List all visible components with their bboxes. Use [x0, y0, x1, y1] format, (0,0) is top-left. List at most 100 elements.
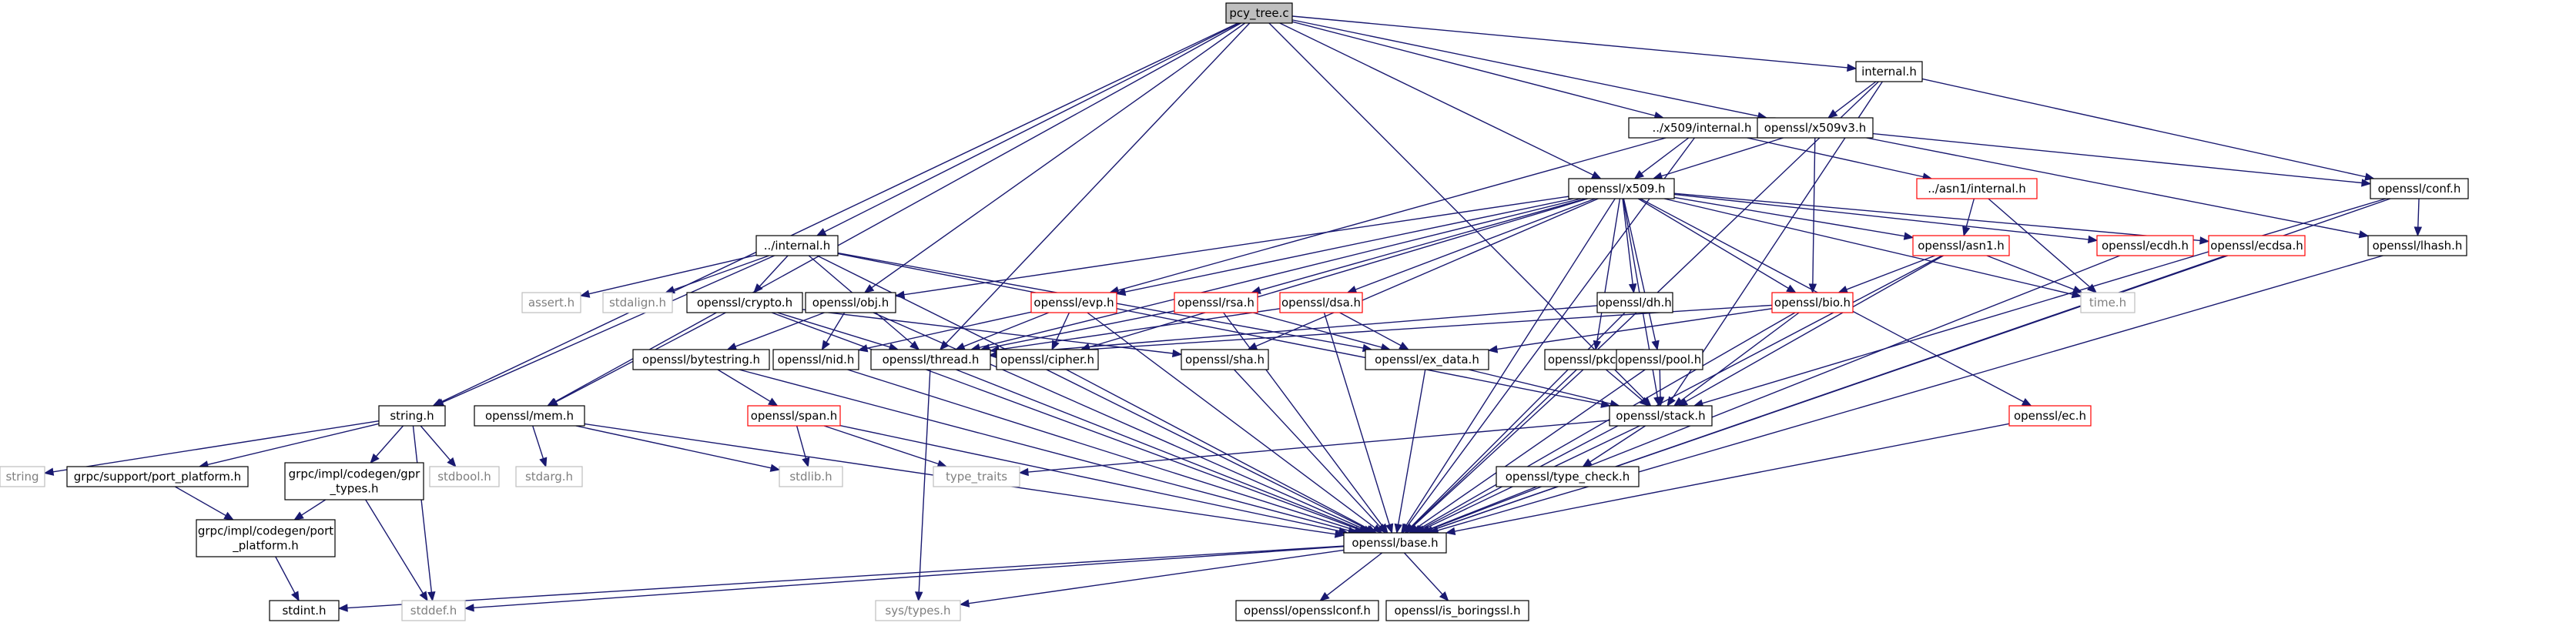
node-port-platform-support[interactable]: grpc/support/port_platform.h [66, 466, 249, 487]
node-pool[interactable]: openssl/pool.h [1616, 349, 1703, 370]
node-label: ../asn1/internal.h [1928, 182, 2026, 196]
node-stack[interactable]: openssl/stack.h [1609, 405, 1713, 427]
node-conf[interactable]: openssl/conf.h [2370, 178, 2469, 199]
node-x509v3[interactable]: openssl/x509v3.h [1757, 117, 1874, 139]
node-label: stdint.h [282, 604, 326, 618]
node-stdint[interactable]: stdint.h [269, 600, 340, 621]
node-port-platform-codegen[interactable]: grpc/impl/codegen/port_platform.h [196, 519, 336, 557]
edge-line [1252, 312, 1382, 348]
node-label: openssl/rsa.h [1177, 296, 1255, 310]
edge-line [1641, 137, 1690, 174]
edge-arrowhead [1827, 109, 1838, 119]
edge-arrowhead [539, 457, 548, 468]
edge-line [1415, 369, 1646, 529]
node-box [2096, 235, 2194, 256]
edge-arrowhead [1018, 467, 1029, 477]
node-rsa[interactable]: openssl/rsa.h [1174, 292, 1258, 313]
node-ecdh[interactable]: openssl/ecdh.h [2096, 235, 2194, 256]
node-base[interactable]: openssl/base.h [1343, 532, 1447, 554]
edge-line [1279, 22, 1594, 176]
edge-nid-to-base [847, 369, 1365, 534]
node-span[interactable]: openssl/span.h [747, 405, 841, 427]
edge-arrowhead [1633, 169, 1645, 179]
edge-pcy_tree_c-to-x509v3 [1291, 19, 1768, 120]
node-box [1365, 349, 1489, 370]
node-is-boringssl[interactable]: openssl/is_boringssl.h [1385, 600, 1529, 621]
node-box [1912, 235, 2010, 256]
node-type-check[interactable]: openssl/type_check.h [1496, 466, 1640, 487]
node-string-h[interactable]: string.h [378, 405, 446, 427]
node-dsa[interactable]: openssl/dsa.h [1279, 292, 1363, 313]
node-label: openssl/cipher.h [1000, 353, 1094, 367]
node-box [1771, 292, 1854, 313]
edge-line [1403, 552, 1443, 595]
node-mem[interactable]: openssl/mem.h [474, 405, 585, 427]
node-label: openssl/bio.h [1774, 296, 1851, 310]
node-label: openssl/bytestring.h [642, 353, 760, 367]
edge-arrowhead [816, 228, 827, 236]
edge-x509-to-rsa [1250, 198, 1586, 294]
node-bytestring[interactable]: openssl/bytestring.h [632, 349, 770, 370]
node-nid[interactable]: openssl/nid.h [772, 349, 859, 370]
edge-x509v3-to-lhash [1866, 137, 2370, 239]
edge-port_platform_codegen-to-stdint [275, 556, 300, 602]
edge-line [420, 425, 451, 461]
edge-line [412, 425, 433, 593]
node-thread[interactable]: openssl/thread.h [870, 349, 991, 370]
edge-arrowhead [2072, 285, 2083, 293]
edge-arrowhead [802, 457, 810, 468]
node-bio[interactable]: openssl/bio.h [1771, 292, 1854, 313]
edge-x509v3-to-conf [1872, 132, 2372, 187]
node-x509[interactable]: openssl/x509.h [1568, 178, 1675, 199]
node-label: sys/types.h [885, 604, 950, 618]
node-pcy-tree-c[interactable]: pcy_tree.c [1225, 2, 1293, 24]
node-label: assert.h [528, 296, 574, 310]
edge-line [1623, 198, 1656, 342]
node-asn1-internal[interactable]: ../asn1/internal.h [1916, 178, 2038, 199]
edge-x509-to-asn1 [1673, 196, 1914, 240]
edge-pcy_tree_c-to-obj [863, 22, 1246, 293]
edge-line [1965, 198, 1975, 228]
edge-line [1437, 255, 2383, 531]
node-dotinternal[interactable]: ../internal.h [755, 235, 839, 256]
node-internal-h[interactable]: internal.h [1855, 61, 1923, 82]
edge-line [989, 310, 1175, 349]
node-label: openssl/conf.h [2378, 182, 2461, 196]
node-gpr-types[interactable]: grpc/impl/codegen/gpr_types.h [284, 462, 424, 500]
edge-arrowhead [1786, 284, 1797, 293]
node-ec[interactable]: openssl/ec.h [2008, 405, 2092, 427]
edge-arrowhead [959, 599, 970, 608]
node-crypto[interactable]: openssl/crypto.h [686, 292, 803, 313]
edge-line [1872, 132, 2363, 184]
edge-arrowhead [2414, 226, 2423, 237]
edge-line [673, 255, 769, 290]
node-ecdsa[interactable]: openssl/ecdsa.h [2208, 235, 2306, 256]
edge-arrowhead [1247, 342, 1258, 350]
edge-arrowhead [1847, 63, 1857, 72]
node-asn1[interactable]: openssl/asn1.h [1912, 235, 2010, 256]
edge-line [816, 255, 1368, 530]
node-cipher[interactable]: openssl/cipher.h [996, 349, 1099, 370]
edge-line [442, 255, 775, 403]
edge-arrowhead [1903, 232, 1914, 240]
edge-line [968, 549, 1345, 604]
edge-x509-to-evp [1115, 198, 1574, 296]
edge-arrowhead [954, 342, 966, 350]
node-box [1496, 466, 1640, 487]
node-ex-data[interactable]: openssl/ex_data.h [1365, 349, 1489, 370]
node-sha[interactable]: openssl/sha.h [1181, 349, 1269, 370]
node-dh[interactable]: openssl/dh.h [1596, 292, 1673, 313]
node-obj[interactable]: openssl/obj.h [805, 292, 896, 313]
edge-line [824, 22, 1240, 233]
edge-line [739, 369, 1349, 531]
node-lhash[interactable]: openssl/lhash.h [2367, 235, 2467, 256]
node-box [1916, 178, 2038, 199]
node-x509-internal[interactable]: ../x509/internal.h [1628, 117, 1776, 139]
edge-line [275, 556, 296, 594]
edge-pool-to-stack [1656, 369, 1665, 407]
edge-asn1-to-base [1413, 255, 1943, 534]
node-evp[interactable]: openssl/evp.h [1030, 292, 1117, 313]
node-opensslconf[interactable]: openssl/opensslconf.h [1235, 600, 1379, 621]
edge-dotinternal-to-stdalign [665, 255, 769, 294]
node-box [1279, 292, 1363, 313]
